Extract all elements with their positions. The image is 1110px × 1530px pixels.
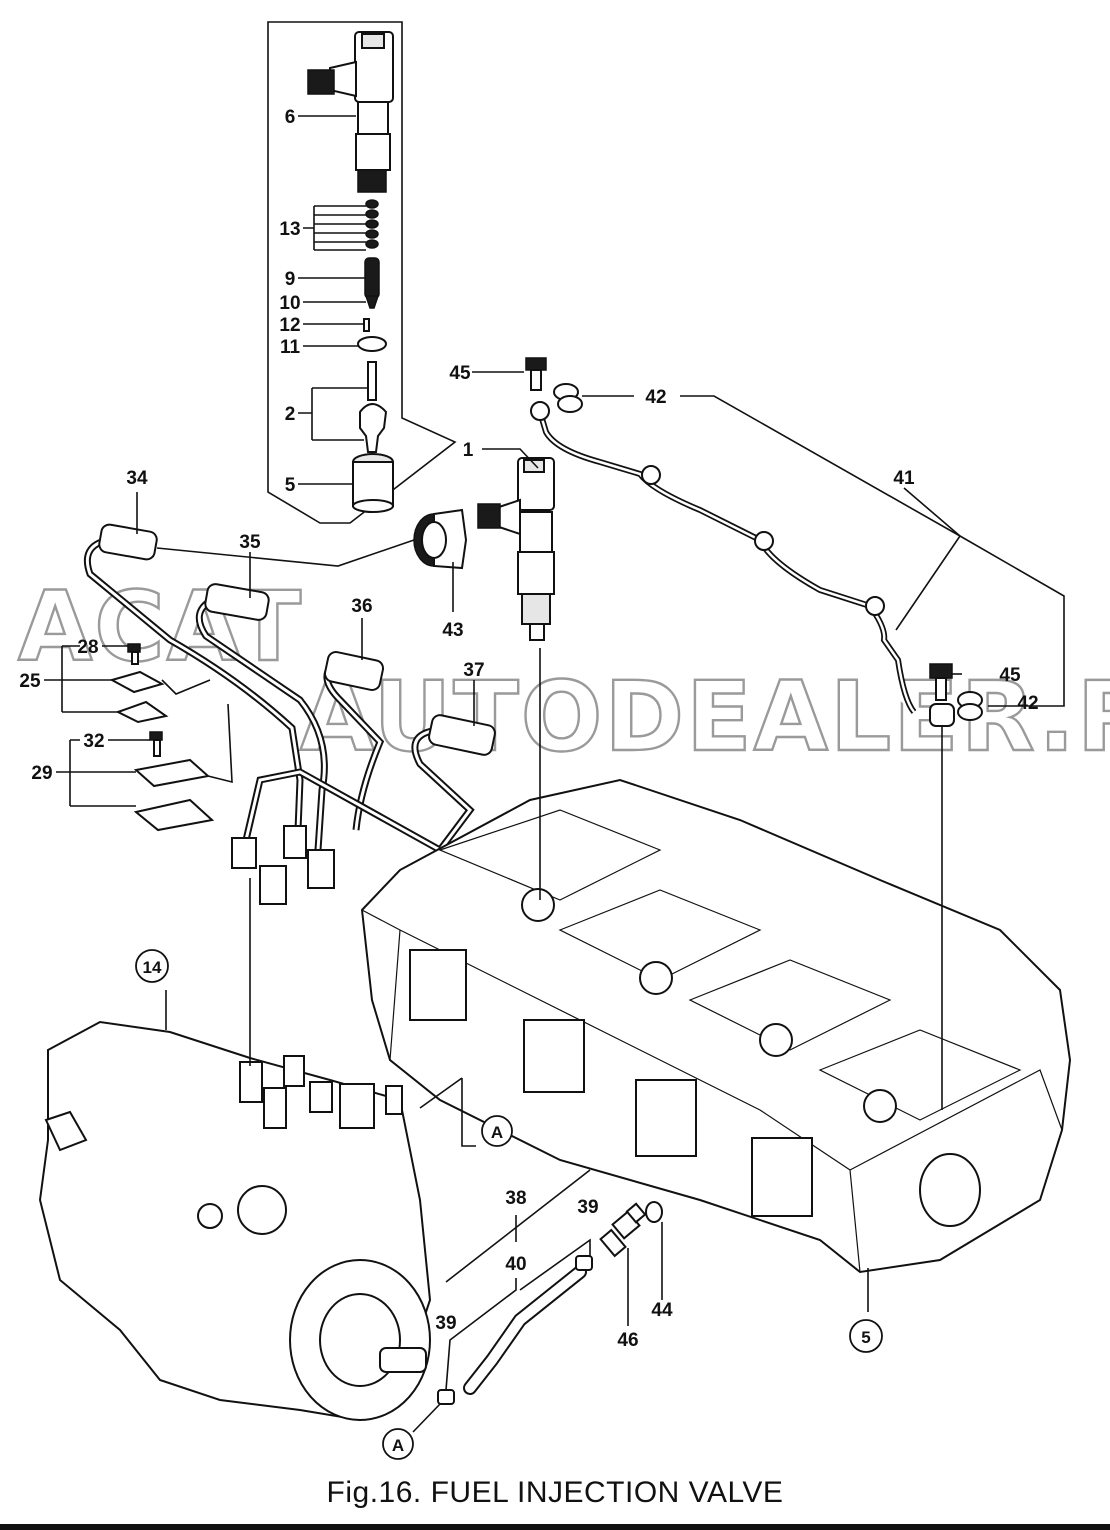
- callout-42-top: 42: [645, 387, 666, 408]
- callout-44: 44: [651, 1300, 673, 1321]
- spacer-part: [357, 336, 387, 352]
- callout-39-bottom: 39: [435, 1313, 456, 1334]
- callout-36: 36: [351, 596, 372, 617]
- hose-clip-upper-part: [575, 1255, 593, 1271]
- injector-protector-part: [413, 508, 468, 570]
- retaining-nut-part: [352, 453, 394, 513]
- callout-34: 34: [126, 468, 148, 489]
- callout-41: 41: [893, 468, 915, 489]
- bottom-rule: [0, 1524, 1110, 1530]
- spring-part: [364, 257, 380, 299]
- callout-13: 13: [279, 219, 300, 240]
- callout-37: 37: [463, 660, 484, 681]
- callout-6: 6: [285, 107, 296, 128]
- callout-45-right: 45: [999, 665, 1021, 686]
- callout-45-top: 45: [449, 363, 471, 384]
- callout-28: 28: [77, 637, 98, 658]
- shim-stack-part: [365, 199, 379, 249]
- circled-ref-a-lower: A: [382, 1428, 414, 1460]
- leader-lines: [44, 115, 1065, 1433]
- circled-ref-14-label: 14: [143, 958, 162, 977]
- pipe-clamp-upper-part: [109, 643, 169, 724]
- circled-ref-a-upper-label: A: [491, 1123, 503, 1142]
- circled-ref-5-label: 5: [861, 1328, 870, 1347]
- pipe-connector-part: [599, 1202, 647, 1258]
- spring-seat-part: [364, 295, 380, 309]
- circled-ref-14: 14: [135, 949, 169, 983]
- circled-ref-a-upper: A: [481, 1115, 513, 1147]
- pin-part: [363, 318, 370, 332]
- callout-10: 10: [279, 293, 300, 314]
- injector-assembly-part: [477, 457, 555, 641]
- nozzle-part: [359, 361, 388, 453]
- injection-pipes-part: [83, 523, 496, 905]
- callout-32: 32: [83, 731, 104, 752]
- figure-caption: Fig.16. FUEL INJECTION VALVE: [326, 1476, 784, 1509]
- callout-29: 29: [31, 763, 52, 784]
- callout-2: 2: [285, 404, 296, 425]
- leak-off-pipe-part: [530, 401, 955, 727]
- return-hose-part: [463, 1265, 587, 1395]
- callout-12: 12: [279, 315, 300, 336]
- gasket-right-part: [957, 691, 983, 721]
- hose-clip-lower-part: [437, 1389, 455, 1405]
- cylinder-head-part: [360, 778, 1072, 1274]
- connector-gasket-part: [645, 1201, 663, 1223]
- callout-38: 38: [505, 1188, 526, 1209]
- banjo-bolt-top-part: [525, 357, 547, 391]
- callout-9: 9: [285, 269, 296, 290]
- callout-40: 40: [505, 1254, 526, 1275]
- pipe-clamp-lower-part: [133, 731, 215, 832]
- callout-42-right: 42: [1017, 693, 1038, 714]
- watermark-line-1: ACAT: [18, 571, 303, 683]
- callout-39-top: 39: [577, 1197, 598, 1218]
- callout-labels: 6 13 9 10 12 11 2 5 1 43 34 35 36 37 28 …: [19, 107, 1038, 1351]
- gasket-top-part: [553, 383, 583, 413]
- callout-35: 35: [239, 532, 261, 553]
- injection-pump-part: [38, 1020, 432, 1422]
- callout-46: 46: [617, 1330, 638, 1351]
- callout-43: 43: [442, 620, 463, 641]
- circled-ref-5: 5: [849, 1319, 883, 1353]
- nozzle-holder-part: [307, 31, 394, 193]
- callout-11: 11: [280, 337, 301, 358]
- banjo-bolt-right-part: [929, 663, 953, 701]
- callout-1: 1: [463, 440, 474, 461]
- callout-5: 5: [285, 475, 296, 496]
- callout-25: 25: [19, 671, 41, 692]
- exploded-view-frame: [267, 21, 457, 524]
- circled-ref-a-lower-label: A: [392, 1436, 404, 1455]
- watermark-line-2: AUTODEALER.RU: [300, 661, 1110, 773]
